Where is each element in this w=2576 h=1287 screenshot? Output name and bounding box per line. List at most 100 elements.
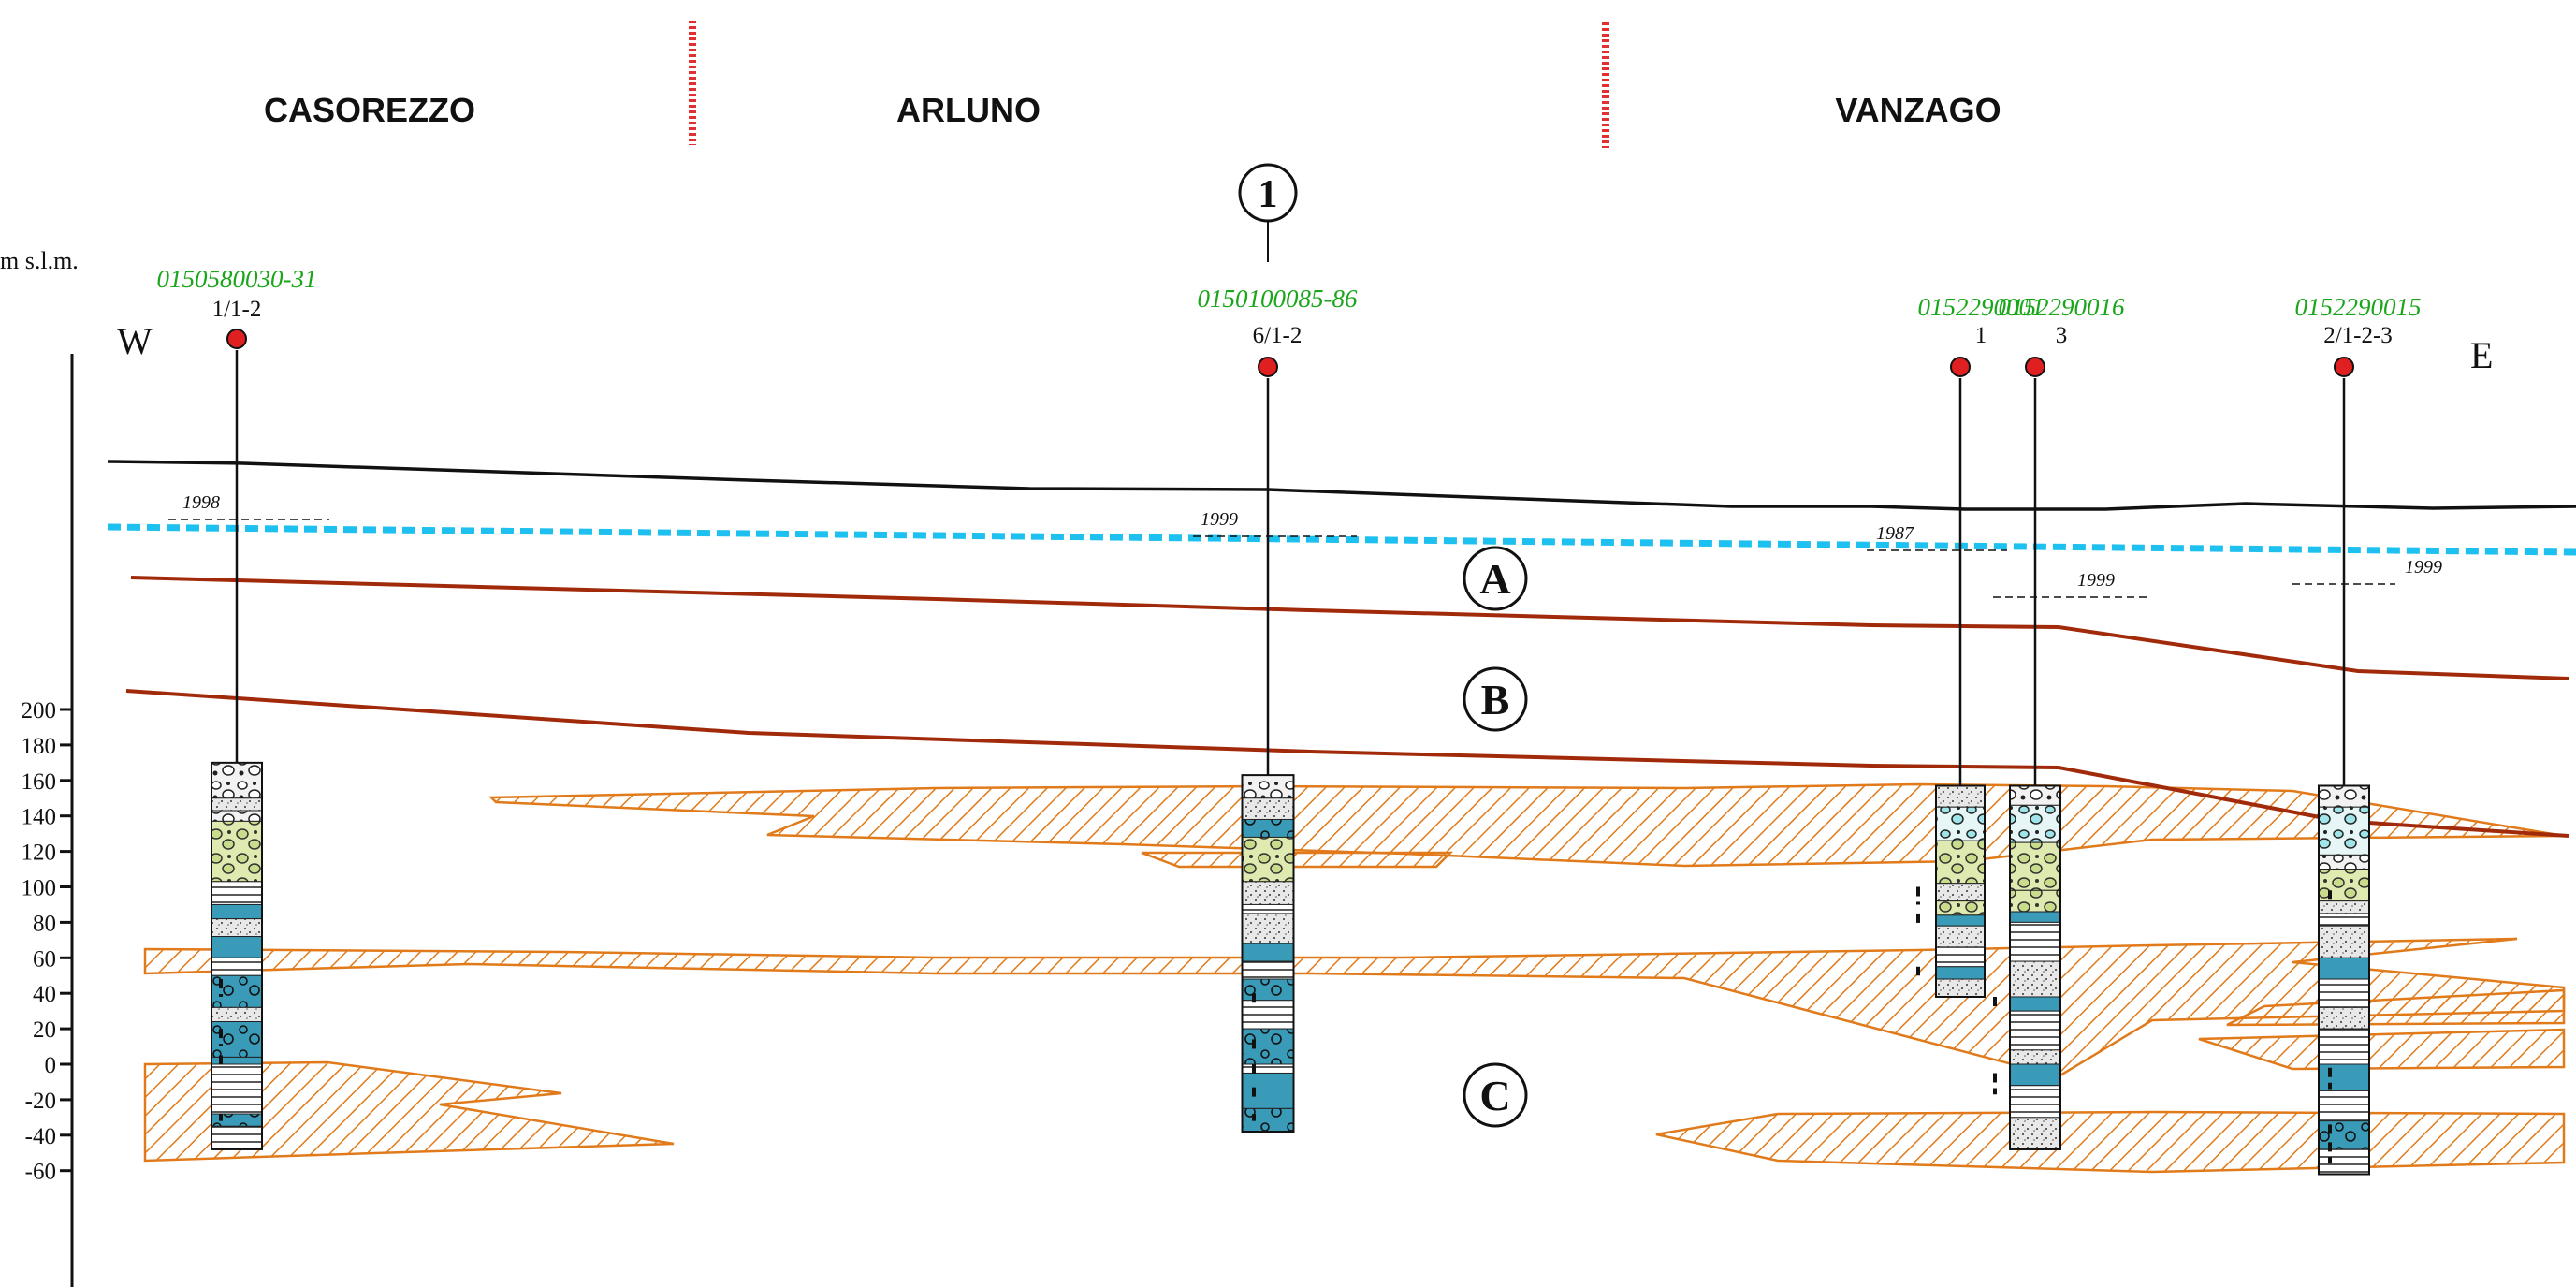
wells: 0150580030-31 1/1-2 1998 0150100085-86 6/1-2… bbox=[157, 265, 2442, 1176]
well-number: 6/1-2 bbox=[1253, 323, 1303, 348]
stratum-layer bbox=[211, 957, 263, 976]
water-level-year: 1999 bbox=[1201, 509, 1238, 530]
stratum-layer bbox=[1242, 797, 1294, 820]
axis-tick-label: 140 bbox=[22, 805, 57, 830]
well-marker bbox=[2025, 357, 2045, 377]
stratum-layer bbox=[211, 810, 263, 822]
water-table bbox=[107, 523, 2576, 556]
stratum-layer bbox=[2318, 978, 2370, 1008]
stratum-layer bbox=[2318, 1148, 2370, 1175]
well-marker bbox=[1258, 357, 1278, 377]
stratum-layer bbox=[1935, 946, 1986, 968]
well-column-outline bbox=[211, 761, 263, 1150]
clay-lens-east-lower bbox=[1655, 1110, 2566, 1174]
stratum-layer bbox=[2009, 889, 2061, 913]
town-vanzago: VANZAGO bbox=[1835, 91, 2001, 129]
stratum-layer bbox=[2318, 1028, 2370, 1065]
stratum-layer bbox=[1242, 1063, 1294, 1074]
stratum-layer bbox=[1242, 774, 1294, 799]
stratum-layer bbox=[211, 918, 263, 938]
stratum-layer bbox=[2318, 1090, 2370, 1122]
stratum-layer bbox=[1242, 1028, 1294, 1065]
well-number: 3 bbox=[2056, 323, 2068, 348]
water-level-year: 1999 bbox=[2077, 570, 2115, 591]
well-column-outline bbox=[2318, 784, 2370, 1176]
stratum-layer bbox=[1242, 836, 1294, 883]
axis-tick-label: 200 bbox=[22, 698, 57, 724]
town-casorezzo: CASOREZZO bbox=[264, 91, 475, 129]
well-code: 0152290016 bbox=[1999, 293, 2126, 321]
stratum-layer bbox=[2009, 804, 2061, 843]
axis-tick-label: -40 bbox=[25, 1124, 56, 1149]
stratum-layer bbox=[211, 797, 263, 812]
well-2: 0150100085-86 6/1-2 1999 bbox=[1193, 285, 1358, 1133]
stratum-layer bbox=[1935, 966, 1986, 980]
well-code: 0152290015 bbox=[2295, 293, 2422, 321]
stratum-layer bbox=[2318, 1006, 2370, 1030]
well-number: 2/1-2-3 bbox=[2323, 323, 2393, 348]
stratum-layer bbox=[2009, 996, 2061, 1012]
stratum-layer bbox=[2009, 841, 2061, 891]
stratum-layer bbox=[211, 903, 263, 920]
water-level-year: 1998 bbox=[182, 492, 220, 513]
stratum-layer bbox=[211, 881, 263, 905]
well-number: 1 bbox=[1975, 323, 1987, 348]
unit-label-a: A bbox=[1463, 546, 1528, 611]
stratum-layer bbox=[1242, 943, 1294, 962]
stratum-layer bbox=[1242, 978, 1294, 1002]
stratum-layer bbox=[1935, 914, 1986, 927]
stratum-layer bbox=[1935, 925, 1986, 948]
stratum-layer bbox=[211, 1125, 263, 1150]
well-marker bbox=[2334, 357, 2354, 377]
well-marker bbox=[1950, 357, 1971, 377]
stratum-layer bbox=[211, 1021, 263, 1058]
stratum-layer bbox=[2009, 784, 2061, 806]
stratum-layer bbox=[1242, 1107, 1294, 1133]
stratum-layer bbox=[211, 762, 263, 799]
stratum-layer bbox=[1242, 1000, 1294, 1030]
stratum-layer bbox=[1935, 900, 1986, 916]
town-arluno: ARLUNO bbox=[896, 91, 1041, 129]
stratum-layer bbox=[1935, 784, 1986, 808]
axis-tick-label: 60 bbox=[33, 946, 56, 972]
well-column-outline bbox=[2009, 784, 2061, 1150]
svg-text:C: C bbox=[1479, 1072, 1510, 1119]
axis-tick-label: 0 bbox=[45, 1053, 57, 1078]
stratum-layer bbox=[2318, 1063, 2370, 1091]
water-level-year: 1987 bbox=[1876, 523, 1914, 544]
axis-tick-label: 120 bbox=[22, 841, 57, 866]
stratum-layer bbox=[2318, 784, 2370, 808]
section-number: 1 bbox=[1259, 173, 1278, 216]
stratum-layer bbox=[211, 820, 263, 883]
stratum-layer bbox=[211, 936, 263, 958]
well-1: 0150580030-31 1/1-2 1998 bbox=[157, 265, 329, 1150]
stratum-layer bbox=[1242, 960, 1294, 980]
well-column-outline bbox=[1935, 784, 1986, 998]
clay-lens-mid bbox=[143, 937, 2566, 1078]
well-code: 0150100085-86 bbox=[1198, 285, 1358, 313]
axis-tick-label: -20 bbox=[25, 1089, 56, 1114]
unit-label-b: B bbox=[1463, 666, 1528, 732]
east-label: E bbox=[2470, 334, 2493, 376]
well-number: 1/1-2 bbox=[212, 297, 262, 322]
svg-text:B: B bbox=[1481, 676, 1510, 724]
stratum-layer bbox=[2009, 1117, 2061, 1150]
well-code: 0150580030-31 bbox=[157, 265, 317, 293]
axis-tick-label: 100 bbox=[22, 876, 57, 901]
water-level-year: 1999 bbox=[2405, 557, 2442, 578]
stratum-layer bbox=[1935, 806, 1986, 841]
axis-tick-label: 20 bbox=[33, 1017, 56, 1043]
well-marker bbox=[226, 329, 247, 349]
axis-tick-label: 80 bbox=[33, 911, 56, 936]
west-label: W bbox=[117, 320, 153, 362]
stratum-layer bbox=[1242, 903, 1294, 914]
stratum-layer bbox=[2318, 913, 2370, 927]
stratum-layer bbox=[1242, 881, 1294, 905]
clay-lens-east-right bbox=[2198, 1028, 2566, 1071]
well-code: 0152290001 bbox=[1918, 293, 2045, 321]
stratum-layer bbox=[1935, 978, 1986, 998]
